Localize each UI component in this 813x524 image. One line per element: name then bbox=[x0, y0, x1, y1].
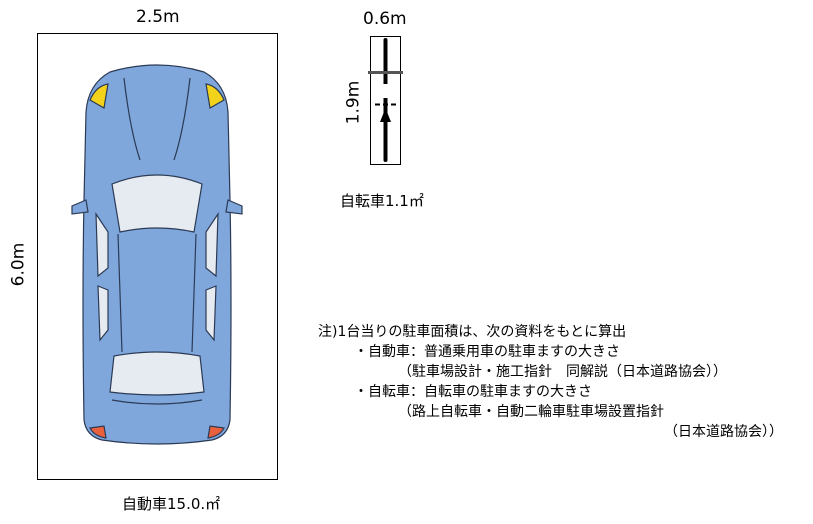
car-width-label: 2.5m bbox=[136, 7, 180, 27]
note-line-3: （駐車場設計・施工指針 同解説（日本道路協会）） bbox=[398, 364, 727, 380]
right-mirror bbox=[225, 199, 243, 215]
left-taillight bbox=[89, 425, 107, 439]
bicycle-parking-space bbox=[370, 36, 401, 165]
bicycle-length-label: 1.9m bbox=[343, 80, 364, 125]
left-headlight bbox=[89, 83, 109, 109]
right-headlight bbox=[205, 83, 225, 109]
car-area-caption: 自動車15.0.㎡ bbox=[122, 495, 221, 513]
left-window-rear bbox=[97, 285, 109, 342]
note-line-5: （路上自転車・自動二輪車駐車場設置指針 bbox=[398, 404, 664, 420]
left-mirror bbox=[71, 199, 89, 215]
note-line-1: 注)1台当りの駐車面積は、次の資料をもとに算出 bbox=[318, 324, 627, 340]
car-length-label: 6.0m bbox=[8, 242, 29, 287]
rear-window bbox=[109, 351, 205, 396]
car-body bbox=[82, 64, 232, 445]
left-window-front bbox=[95, 211, 109, 278]
bicycle-width-label: 0.6m bbox=[363, 9, 407, 29]
note-line-6: （日本道路協会）） bbox=[664, 424, 783, 440]
bicycle-illustration bbox=[368, 38, 403, 162]
note-line-2: ・自動車：普通乗用車の駐車ますの大きさ bbox=[354, 344, 620, 360]
bicycle-area-caption: 自転車1.1㎡ bbox=[340, 192, 424, 210]
windshield bbox=[111, 174, 203, 233]
right-taillight bbox=[207, 425, 225, 439]
car-parking-space bbox=[37, 33, 278, 480]
bicycle-seat bbox=[380, 108, 391, 122]
right-window-rear bbox=[205, 285, 217, 342]
note-line-4: ・自転車：自転車の駐車ますの大きさ bbox=[354, 384, 592, 400]
car-illustration bbox=[71, 64, 243, 445]
right-window-front bbox=[205, 211, 219, 278]
